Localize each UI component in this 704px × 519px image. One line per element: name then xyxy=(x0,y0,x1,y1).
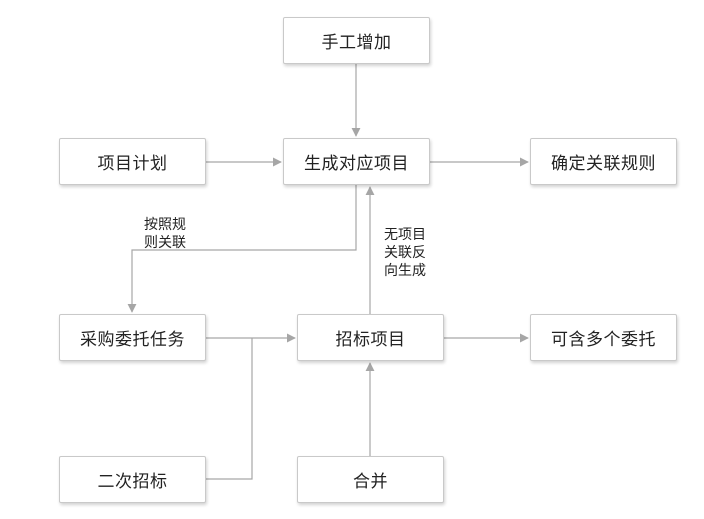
node-merge: 合并 xyxy=(297,456,444,503)
node-project-plan: 项目计划 xyxy=(59,138,206,185)
node-determine-rule: 确定关联规则 xyxy=(530,138,677,185)
edge-label-reverse-generate: 无项目 关联反 向生成 xyxy=(384,227,426,279)
node-manual-add: 手工增加 xyxy=(283,17,430,64)
node-second-bid: 二次招标 xyxy=(59,456,206,503)
edge-second-to-bid xyxy=(206,338,253,480)
node-multi-entrust: 可含多个委托 xyxy=(530,314,677,361)
node-generate-project: 生成对应项目 xyxy=(283,138,430,185)
node-purchase-task: 采购委托任务 xyxy=(59,314,206,361)
node-bid-project: 招标项目 xyxy=(297,314,444,361)
edge-label-by-rule: 按照规 则关联 xyxy=(144,217,186,251)
edge-generate-to-task xyxy=(127,185,357,313)
